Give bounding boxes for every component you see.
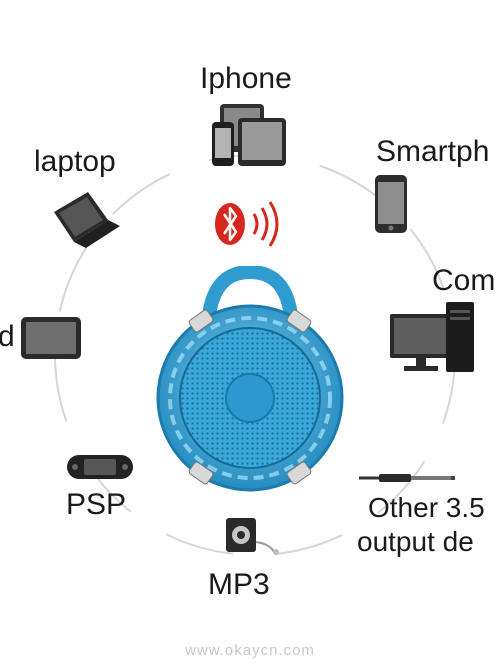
bluetooth-icon (215, 201, 279, 247)
audio-jack-cable-icon (359, 474, 455, 482)
tablet-and-phone-icon (212, 104, 286, 166)
label-smartphone: Smartph (376, 135, 490, 168)
watermark: www.okaycn.com (185, 642, 315, 659)
smartphone-icon (375, 175, 407, 233)
desktop-computer-icon (390, 302, 474, 372)
label-computer: Com (432, 264, 496, 297)
bluetooth-speaker (156, 266, 344, 492)
label-other-line1: Other 3.5 (368, 492, 485, 523)
label-pad: d (0, 320, 15, 353)
mp3-player-icon (226, 518, 279, 555)
handheld-console-icon (67, 455, 133, 479)
label-iphone: Iphone (200, 62, 292, 95)
label-laptop: laptop (34, 145, 116, 178)
laptop-icon (54, 192, 120, 248)
label-psp: PSP (66, 488, 127, 521)
label-mp3: MP3 (208, 568, 270, 601)
tablet-icon (21, 317, 81, 359)
label-other-line2: output de (357, 526, 474, 557)
